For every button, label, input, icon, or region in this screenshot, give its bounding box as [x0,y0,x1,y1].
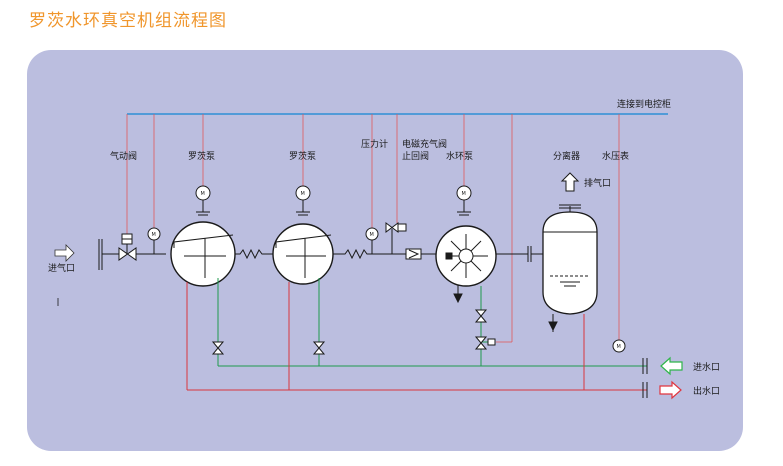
roots-pump-2-icon [272,185,334,285]
solenoid-valve-label: 电磁充气阀 [402,138,447,150]
water-outlet-arrow-icon [659,380,682,400]
check-valve-icon [405,248,422,260]
air-inlet-label: 进气口 [48,262,75,274]
exhaust-arrow-icon [560,172,580,192]
svg-text:M: M [370,232,374,238]
pressure-gauge-icon: M [365,227,379,241]
signal-lines [126,114,620,343]
exhaust-label: 排气口 [584,177,611,189]
water-ring-pump-icon [435,185,497,304]
pneumatic-valve-icon [118,233,137,261]
roots-pump-2-gauge-mark: M [301,191,305,197]
roots-pump-1-gauge-mark: M [201,191,205,197]
water-outlet-label: 出水口 [693,385,720,397]
control-cabinet-label: 连接到电控柜 [617,98,671,110]
pressure-gauge-label: 压力计 [361,138,388,150]
inlet-gauge-icon: M [147,227,161,241]
svg-text:M: M [617,344,621,350]
diagram-panel [27,50,743,451]
roots-pump-1-label: 罗茨泵 [188,150,215,162]
pneumatic-valve-label: 气动阀 [110,150,137,162]
water-inlet-arrow-icon [660,356,683,376]
water-pressure-gauge-icon: M [612,339,626,353]
roots-pump-2-label: 罗茨泵 [289,150,316,162]
solenoid-valve-icon [385,222,407,233]
water-outlet-pipes [186,282,647,391]
water-ring-pump-gauge-mark: M [462,191,466,197]
water-inlet-label: 进水口 [693,361,720,373]
separator-icon [542,204,598,332]
water-ring-pump-label: 水环泵 [446,150,473,162]
process-line [98,206,571,330]
roots-pump-1-icon [170,185,236,287]
water-pressure-gauge-label: 水压表 [602,150,629,162]
air-inlet-arrow-icon [54,244,75,262]
svg-text:M: M [152,232,156,238]
pipe-flanges [642,358,648,398]
water-valves [211,309,496,355]
check-valve-label: 止回阀 [402,150,429,162]
page-title: 罗茨水环真空机组流程图 [29,11,227,31]
separator-label: 分离器 [553,150,580,162]
